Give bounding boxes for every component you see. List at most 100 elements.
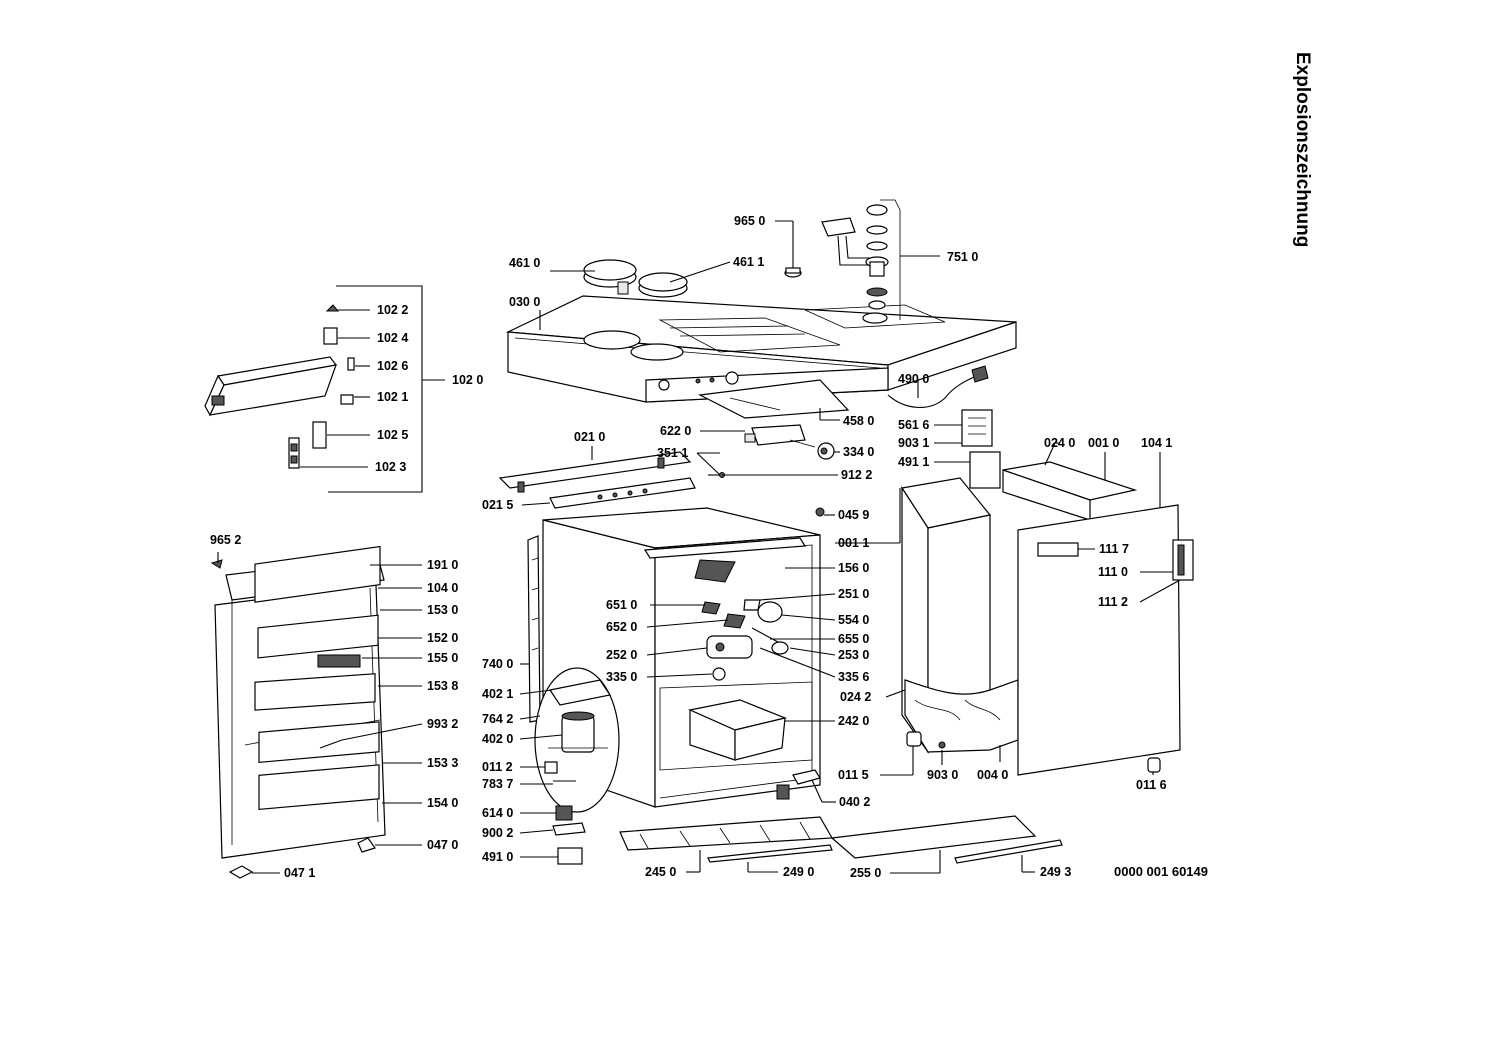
housing-001-0 bbox=[1002, 461, 1138, 521]
label-102-1: 102 1 bbox=[377, 390, 408, 404]
label-154-0: 154 0 bbox=[427, 796, 458, 810]
handle-111-0 bbox=[1172, 539, 1194, 581]
label-490-0: 490 0 bbox=[898, 372, 929, 386]
screw-903-0 bbox=[938, 741, 946, 749]
label-104-1: 104 1 bbox=[1141, 436, 1172, 450]
label-255-0: 255 0 bbox=[850, 866, 881, 880]
label-335-6: 335 6 bbox=[838, 670, 869, 684]
door-shelves bbox=[254, 545, 381, 810]
label-651-0: 651 0 bbox=[606, 598, 637, 612]
label-047-1: 047 1 bbox=[284, 866, 315, 880]
label-993-2: 993 2 bbox=[427, 717, 458, 731]
label-334-0: 334 0 bbox=[843, 445, 874, 459]
label-021-5: 021 5 bbox=[482, 498, 513, 512]
label-156-0: 156 0 bbox=[838, 561, 869, 575]
label-461-1: 461 1 bbox=[733, 255, 764, 269]
label-040-2: 040 2 bbox=[839, 795, 870, 809]
label-900-2: 900 2 bbox=[482, 826, 513, 840]
label-491-1: 491 1 bbox=[898, 455, 929, 469]
label-155-0: 155 0 bbox=[427, 651, 458, 665]
label-153-8: 153 8 bbox=[427, 679, 458, 693]
evaporator-parts bbox=[643, 537, 807, 681]
wire-shelf-245-0 bbox=[619, 816, 834, 851]
label-903-1: 903 1 bbox=[898, 436, 929, 450]
label-004-0: 004 0 bbox=[977, 768, 1008, 782]
strip-021-5 bbox=[549, 477, 696, 509]
small-parts-102 bbox=[288, 304, 355, 469]
label-011-2: 011 2 bbox=[482, 760, 513, 774]
label-965-2: 965 2 bbox=[210, 533, 241, 547]
thermostat-622-0 bbox=[744, 424, 816, 448]
plug-965-0 bbox=[784, 267, 802, 278]
label-554-0: 554 0 bbox=[838, 613, 869, 627]
label-045-9: 045 9 bbox=[838, 508, 869, 522]
label-249-0: 249 0 bbox=[783, 865, 814, 879]
label-335-0: 335 0 bbox=[606, 670, 637, 684]
label-461-0: 461 0 bbox=[509, 256, 540, 270]
label-102-0: 102 0 bbox=[452, 373, 483, 387]
cover-plate-021-0 bbox=[498, 451, 692, 493]
label-111-0: 111 0 bbox=[1098, 565, 1128, 579]
label-614-0: 614 0 bbox=[482, 806, 513, 820]
label-153-3: 153 3 bbox=[427, 756, 458, 770]
bracket-102-0 bbox=[328, 285, 445, 493]
hotplate-461-1 bbox=[638, 272, 688, 298]
part-labels: 102 2 102 4 102 6 102 1 102 5 102 3 102 … bbox=[210, 214, 1208, 880]
label-561-6: 561 6 bbox=[898, 418, 929, 432]
label-252-0: 252 0 bbox=[606, 648, 637, 662]
foot-011-6 bbox=[1147, 757, 1161, 773]
label-655-0: 655 0 bbox=[838, 632, 869, 646]
compressor-small-parts bbox=[544, 761, 821, 865]
label-903-0: 903 0 bbox=[927, 768, 958, 782]
front-strip-458-0 bbox=[697, 379, 850, 419]
label-652-0: 652 0 bbox=[606, 620, 637, 634]
label-102-4: 102 4 bbox=[377, 331, 408, 345]
condenser-740-0 bbox=[527, 535, 541, 723]
label-764-2: 764 2 bbox=[482, 712, 513, 726]
door-panel-104-1 bbox=[1017, 504, 1181, 776]
label-102-6: 102 6 bbox=[377, 359, 408, 373]
label-622-0: 622 0 bbox=[660, 424, 691, 438]
foot-011-5 bbox=[906, 731, 922, 747]
freezer-compartment-door bbox=[204, 356, 338, 417]
label-001-0: 001 0 bbox=[1088, 436, 1119, 450]
hotplate-461-0 bbox=[583, 259, 637, 295]
label-458-0: 458 0 bbox=[843, 414, 874, 428]
label-153-0: 153 0 bbox=[427, 603, 458, 617]
insulation-024-2 bbox=[904, 679, 1019, 753]
knob-334-0 bbox=[817, 442, 835, 460]
label-245-0: 245 0 bbox=[645, 865, 676, 879]
label-751-0: 751 0 bbox=[947, 250, 978, 264]
label-402-1: 402 1 bbox=[482, 687, 513, 701]
label-011-5: 011 5 bbox=[838, 768, 869, 782]
label-965-0: 965 0 bbox=[734, 214, 765, 228]
label-102-3: 102 3 bbox=[375, 460, 406, 474]
label-912-2: 912 2 bbox=[841, 468, 872, 482]
strip-249-3 bbox=[954, 839, 1063, 864]
label-021-0: 021 0 bbox=[574, 430, 605, 444]
label-740-0: 740 0 bbox=[482, 657, 513, 671]
document-number: 0000 001 60149 bbox=[1114, 864, 1208, 879]
cover-491-1 bbox=[969, 451, 1001, 489]
compressor-detail-circle bbox=[534, 667, 620, 813]
label-111-7: 111 7 bbox=[1099, 542, 1129, 556]
leader-lines bbox=[217, 220, 1181, 874]
label-030-0: 030 0 bbox=[509, 295, 540, 309]
label-191-0: 191 0 bbox=[427, 558, 458, 572]
label-249-3: 249 3 bbox=[1040, 865, 1071, 879]
label-024-0: 024 0 bbox=[1044, 436, 1075, 450]
label-242-0: 242 0 bbox=[838, 714, 869, 728]
label-011-6: 011 6 bbox=[1136, 778, 1167, 792]
strip-249-0 bbox=[707, 844, 833, 863]
mains-cable-490-0 bbox=[887, 365, 989, 408]
label-001-1: 001 1 bbox=[838, 536, 869, 550]
drawing-title: Explosionszeichnung bbox=[1292, 52, 1313, 247]
label-253-0: 253 0 bbox=[838, 648, 869, 662]
screw-045-9 bbox=[815, 507, 825, 517]
label-047-0: 047 0 bbox=[427, 838, 458, 852]
label-351-1: 351 1 bbox=[657, 446, 688, 460]
label-402-0: 402 0 bbox=[482, 732, 513, 746]
crisper-drawer-242-0 bbox=[688, 699, 787, 761]
terminal-box-561-6 bbox=[961, 409, 993, 447]
